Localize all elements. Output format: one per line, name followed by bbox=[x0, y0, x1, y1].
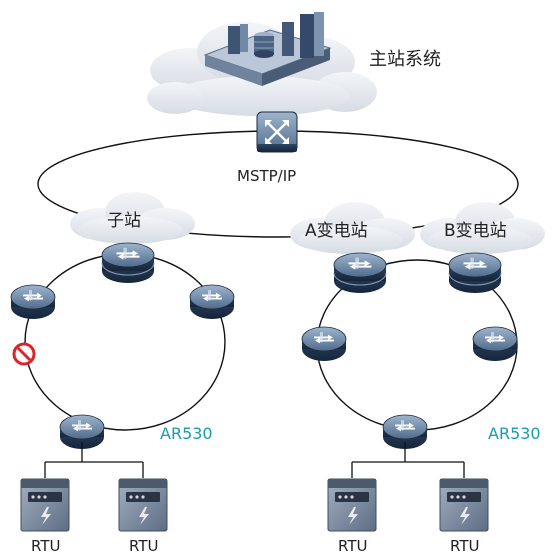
master-station-label: 主站系统 bbox=[369, 49, 441, 70]
rtu-device-icon bbox=[439, 478, 489, 532]
blocked-port-icon bbox=[12, 342, 36, 366]
router-icon bbox=[190, 285, 234, 319]
stacked-switch-icon bbox=[102, 243, 154, 283]
server-cluster-icon bbox=[203, 12, 332, 86]
router-model-label-right: AR530 bbox=[488, 424, 541, 443]
rtu-device-icon bbox=[118, 478, 168, 532]
rtu-device-icon bbox=[327, 478, 377, 532]
rtu-label-4: RTU bbox=[450, 537, 480, 555]
stacked-switch-icon bbox=[449, 253, 501, 293]
rtu-device-icon bbox=[20, 478, 70, 532]
router-icon bbox=[473, 327, 517, 361]
backbone-link-label: MSTP/IP bbox=[237, 167, 297, 185]
router-icon bbox=[302, 327, 346, 361]
rtu-drop-lines-left bbox=[44, 442, 144, 478]
rtu-label-3: RTU bbox=[338, 537, 368, 555]
substation-b-label: B变电站 bbox=[444, 221, 507, 241]
stacked-switch-icon bbox=[334, 253, 386, 293]
router-icon bbox=[11, 285, 55, 319]
rtu-label-1: RTU bbox=[31, 537, 61, 555]
router-model-label-left: AR530 bbox=[160, 424, 213, 443]
rtu-label-2: RTU bbox=[129, 537, 159, 555]
substation-label: 子站 bbox=[107, 211, 141, 231]
rtu-drop-lines-right bbox=[351, 442, 465, 478]
core-switch-icon bbox=[256, 111, 298, 153]
substation-a-label: A变电站 bbox=[305, 221, 368, 241]
